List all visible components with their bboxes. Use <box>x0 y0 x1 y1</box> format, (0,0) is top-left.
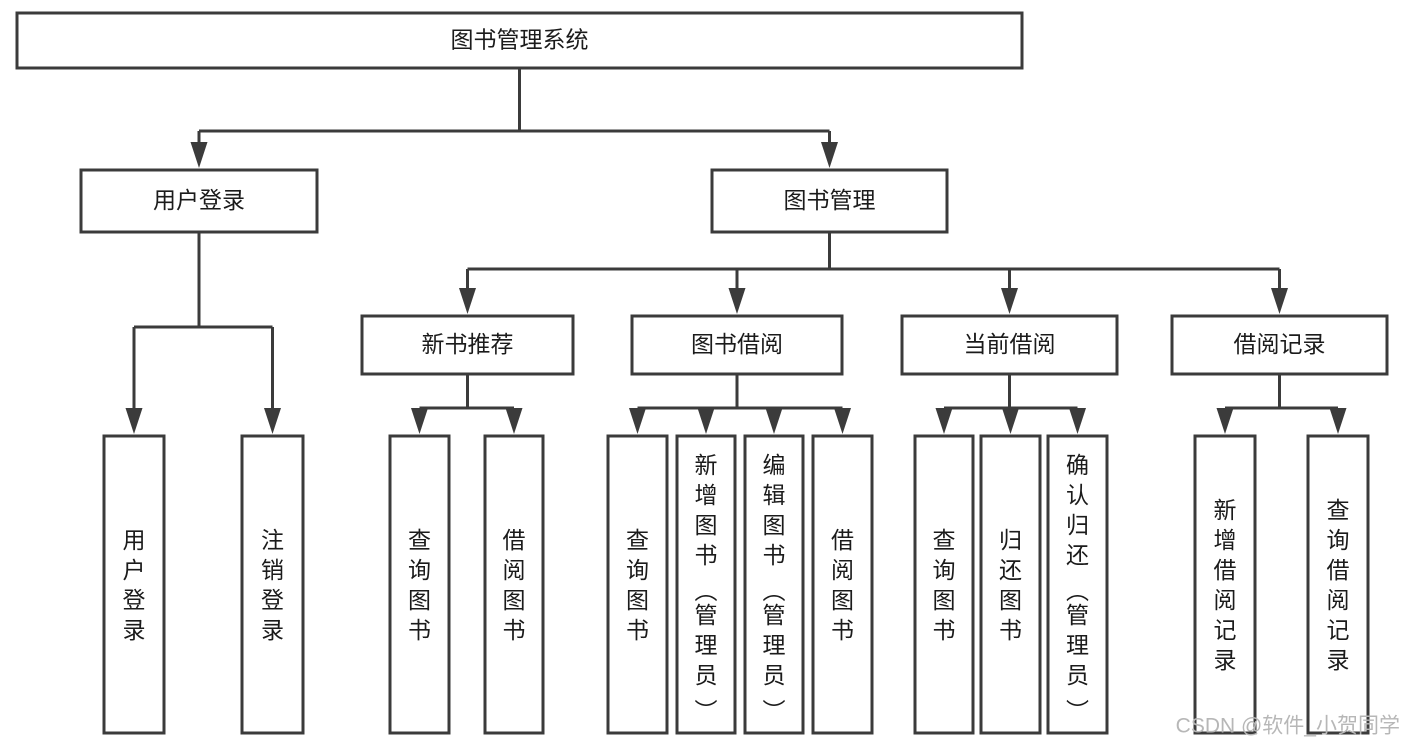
arrowhead-icon <box>728 288 746 314</box>
node-label: 新增图书︵管理员︶ <box>695 452 718 724</box>
node-box[interactable] <box>913 434 975 735</box>
node-box[interactable] <box>710 168 949 234</box>
node-newbook[interactable]: 新书推荐 <box>360 314 575 376</box>
node-label: 用户登录 <box>123 527 146 643</box>
node-box[interactable] <box>606 434 669 735</box>
node-box[interactable] <box>675 434 737 735</box>
node-leaf-add-book[interactable]: 新增图书︵管理员︶ <box>675 434 737 735</box>
node-box[interactable] <box>483 434 545 735</box>
arrowhead-icon <box>125 408 143 434</box>
node-leaf-user-logout[interactable]: 注销登录 <box>240 434 305 735</box>
arrowhead-icon <box>1001 288 1018 314</box>
arrowhead-icon <box>1271 288 1288 314</box>
node-box[interactable] <box>811 434 874 735</box>
arrowhead-icon <box>1329 408 1347 434</box>
node-box[interactable] <box>388 434 451 735</box>
node-label: 图书管理 <box>784 187 876 213</box>
node-label: 图书管理系统 <box>451 27 589 53</box>
node-box[interactable] <box>1306 434 1370 735</box>
node-leaf-edit-book[interactable]: 编辑图书︵管理员︶ <box>743 434 805 735</box>
connector-group-root <box>190 68 838 168</box>
node-label: 图书借阅 <box>691 331 783 357</box>
arrowhead-icon <box>1002 408 1019 434</box>
node-box[interactable] <box>1193 434 1257 735</box>
node-current[interactable]: 当前借阅 <box>900 314 1119 376</box>
node-label: 查询图书 <box>626 527 649 643</box>
node-label: 查询图书 <box>933 527 956 643</box>
csdn-watermark: CSDN @软件_小贺同学 <box>1176 715 1400 738</box>
node-label: 注销登录 <box>261 527 284 643</box>
arrowhead-icon <box>821 142 838 168</box>
node-label: 借阅图书 <box>831 527 854 643</box>
node-borrow[interactable]: 图书借阅 <box>630 314 844 376</box>
node-box[interactable] <box>630 314 844 376</box>
node-box[interactable] <box>1170 314 1389 376</box>
node-leaf-add-record[interactable]: 新增借阅记录 <box>1193 434 1257 735</box>
node-label: 借阅记录 <box>1234 331 1326 357</box>
node-leaf-user-login[interactable]: 用户登录 <box>102 434 166 735</box>
node-bookmgmt[interactable]: 图书管理 <box>710 168 949 234</box>
connector-group-login <box>125 232 281 434</box>
arrowhead-icon <box>411 408 428 434</box>
node-label: 编辑图书︵管理员︶ <box>763 452 786 724</box>
node-label: 归还图书 <box>999 527 1022 643</box>
arrowhead-icon <box>935 408 953 434</box>
node-label: 确认归还︵管理员︶ <box>1066 452 1089 724</box>
node-box[interactable] <box>240 434 305 735</box>
node-box[interactable] <box>15 11 1024 70</box>
arrowhead-icon <box>505 408 523 434</box>
node-label: 用户登录 <box>153 187 245 213</box>
arrowhead-icon <box>1216 408 1234 434</box>
node-box[interactable] <box>360 314 575 376</box>
node-root[interactable]: 图书管理系统 <box>15 11 1024 70</box>
node-leaf-borrow-book-2[interactable]: 借阅图书 <box>811 434 874 735</box>
connector-group-records <box>1216 374 1347 434</box>
arrowhead-icon <box>190 142 208 168</box>
node-leaf-query-record[interactable]: 查询借阅记录 <box>1306 434 1370 735</box>
node-login[interactable]: 用户登录 <box>79 168 319 234</box>
node-box[interactable] <box>1046 434 1109 735</box>
arrowhead-icon <box>765 408 783 434</box>
node-label: 新增借阅记录 <box>1214 497 1237 673</box>
node-box[interactable] <box>79 168 319 234</box>
arrowhead-icon <box>834 408 851 434</box>
arrowhead-icon <box>1069 408 1086 434</box>
connector-layer <box>125 68 1347 434</box>
node-label: 查询图书 <box>408 527 431 643</box>
arrowhead-icon <box>629 408 646 434</box>
arrowhead-icon <box>459 288 476 314</box>
node-leaf-query-book-1[interactable]: 查询图书 <box>388 434 451 735</box>
node-label: 当前借阅 <box>964 331 1056 357</box>
node-records[interactable]: 借阅记录 <box>1170 314 1389 376</box>
node-box[interactable] <box>743 434 805 735</box>
connector-group-bookmgmt <box>459 232 1288 314</box>
node-label: 查询借阅记录 <box>1327 497 1350 673</box>
arrowhead-icon <box>264 408 281 434</box>
node-label: 新书推荐 <box>422 331 514 357</box>
node-layer: 图书管理系统用户登录图书管理新书推荐图书借阅当前借阅借阅记录用户登录注销登录查询… <box>15 11 1389 735</box>
node-box[interactable] <box>102 434 166 735</box>
node-box[interactable] <box>979 434 1042 735</box>
node-leaf-confirm-return[interactable]: 确认归还︵管理员︶ <box>1046 434 1109 735</box>
node-leaf-query-book-3[interactable]: 查询图书 <box>913 434 975 735</box>
connector-group-current <box>935 374 1086 434</box>
node-leaf-borrow-book-1[interactable]: 借阅图书 <box>483 434 545 735</box>
arrowhead-icon <box>697 408 715 434</box>
connector-group-borrow <box>629 374 851 434</box>
node-label: 借阅图书 <box>503 527 526 643</box>
node-leaf-query-book-2[interactable]: 查询图书 <box>606 434 669 735</box>
connector-group-newbook <box>411 374 523 434</box>
node-leaf-return-book[interactable]: 归还图书 <box>979 434 1042 735</box>
node-box[interactable] <box>900 314 1119 376</box>
